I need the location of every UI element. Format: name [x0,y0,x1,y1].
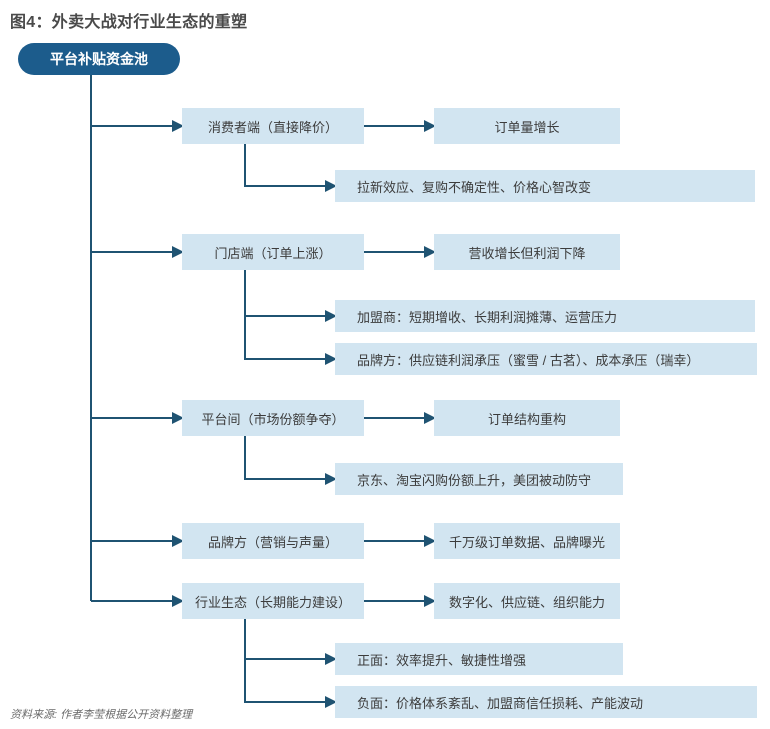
root-node-label: 平台补贴资金池 [50,51,148,67]
branch-node-brand[interactable]: 品牌方（营销与声量） [182,523,364,559]
branch-node-label: 平台间（市场份额争夺） [201,411,345,427]
detail-node-label: 正面：效率提升、敏捷性增强 [357,652,527,668]
detail-node-consumer-1[interactable]: 拉新效应、复购不确定性、价格心智改变 [335,170,755,202]
result-node-label: 营收增长但利润下降 [468,245,586,261]
result-node-store[interactable]: 营收增长但利润下降 [434,234,620,270]
branch-3-detail-line-1 [244,436,325,480]
result-node-consumer[interactable]: 订单量增长 [434,108,620,144]
result-node-platform[interactable]: 订单结构重构 [434,400,620,436]
detail-node-label: 负面：价格体系紊乱、加盟商信任损耗、产能波动 [357,695,644,711]
page-title: 图4：外卖大战对行业生态的重塑 [10,14,248,31]
detail-node-store-brand[interactable]: 品牌方：供应链利润承压（蜜雪 / 古茗）、成本承压（瑞幸） [335,343,757,375]
branch-node-label: 门店端（订单上涨） [214,245,332,261]
detail-node-store-franchisee[interactable]: 加盟商：短期增收、长期利润摊薄、运营压力 [335,300,755,332]
source-note: 资料来源: 作者李莹根据公开资料整理 [10,709,193,721]
detail-node-label: 拉新效应、复购不确定性、价格心智改变 [357,179,592,195]
branch-node-platform[interactable]: 平台间（市场份额争夺） [182,400,364,436]
branch-1-detail-line-1 [244,144,325,187]
detail-node-label: 加盟商：短期增收、长期利润摊薄、运营压力 [357,309,618,325]
branch-node-industry[interactable]: 行业生态（长期能力建设） [182,583,364,619]
branch-node-consumer[interactable]: 消费者端（直接降价） [182,108,364,144]
branch-node-label: 行业生态（长期能力建设） [194,594,351,610]
branch-2-detail-line-1 [244,270,325,317]
result-node-industry[interactable]: 数字化、供应链、组织能力 [434,583,620,619]
detail-node-platform-1[interactable]: 京东、淘宝闪购份额上升，美团被动防守 [335,463,623,495]
branch-5-detail-line-1 [244,619,325,660]
result-node-brand[interactable]: 千万级订单数据、品牌曝光 [434,523,620,559]
root-node-platform-subsidy-pool: 平台补贴资金池 [18,43,180,75]
branch-2-detail-line-2 [244,316,325,360]
result-node-label: 订单量增长 [494,119,560,135]
branch-node-store[interactable]: 门店端（订单上涨） [182,234,364,270]
detail-node-industry-positive[interactable]: 正面：效率提升、敏捷性增强 [335,643,623,675]
detail-node-industry-negative[interactable]: 负面：价格体系紊乱、加盟商信任损耗、产能波动 [335,686,757,718]
result-node-label: 数字化、供应链、组织能力 [448,594,605,610]
branch-5-detail-line-2 [244,659,325,703]
detail-node-label: 品牌方：供应链利润承压（蜜雪 / 古茗）、成本承压（瑞幸） [357,352,700,368]
branch-node-label: 消费者端（直接降价） [207,119,338,135]
branch-node-label: 品牌方（营销与声量） [207,534,338,550]
detail-node-label: 京东、淘宝闪购份额上升，美团被动防守 [357,472,592,488]
result-node-label: 千万级订单数据、品牌曝光 [448,534,605,550]
result-node-label: 订单结构重构 [487,411,566,427]
